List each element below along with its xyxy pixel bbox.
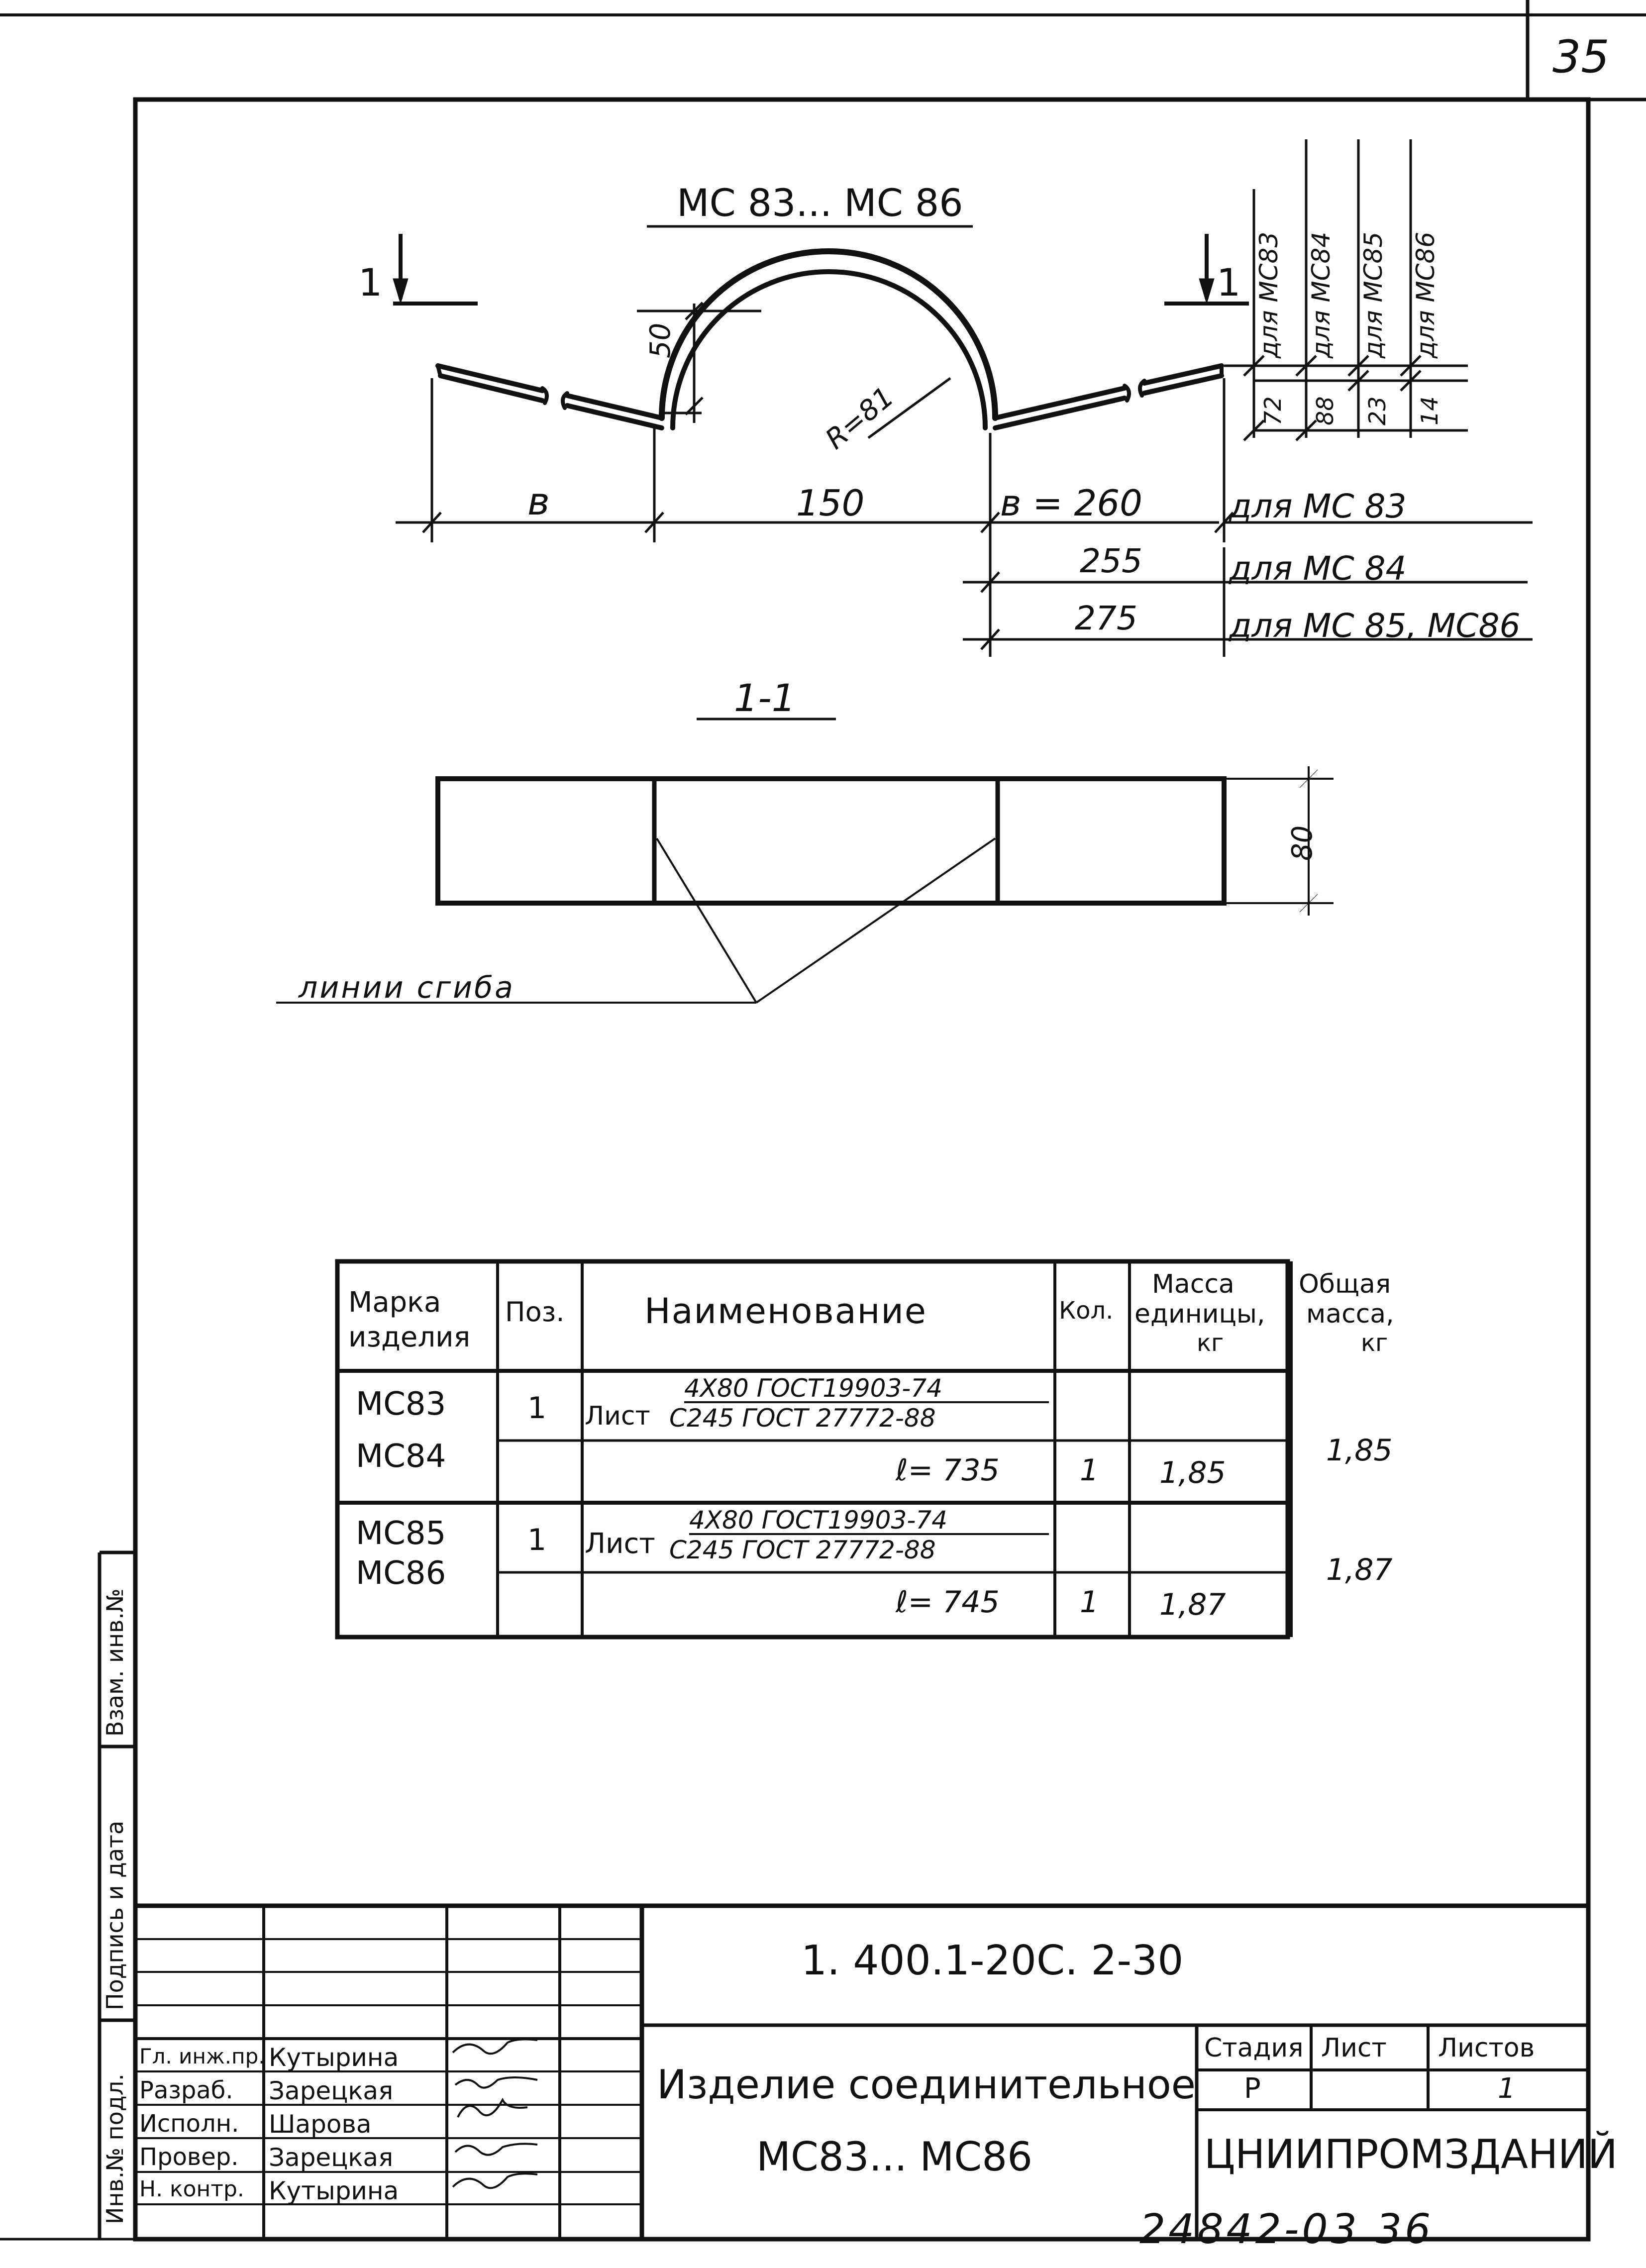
title-block-grid (135, 1903, 1588, 2239)
staff-name-3: Шарова (269, 2110, 372, 2139)
row1-name-prefix: Лист (585, 1401, 650, 1431)
hdr-unit-mass-3: кг (1197, 1329, 1224, 1357)
dim-80: 80 (1286, 825, 1319, 861)
hdr-name: Наименование (644, 1291, 927, 1332)
row1-mark-1: МС83 (356, 1386, 446, 1423)
staff-role-1: Гл. инж.пр. (139, 2044, 265, 2068)
row2-name-bottom: С245 ГОСТ 27772-88 (669, 1536, 936, 1564)
vert-label-mc83: для МС83 (1254, 231, 1283, 358)
staff-role-4: Провер. (139, 2143, 239, 2171)
product-name: Изделие соединительное (657, 2062, 1196, 2108)
vert-value-88: 88 (1312, 396, 1338, 425)
row2-qty: 1 (1080, 1585, 1099, 1620)
vert-label-mc86: для МС86 (1411, 231, 1440, 358)
hdr-mark-1: Марка (348, 1286, 441, 1319)
page-number: 35 (1552, 31, 1610, 83)
staff-name-4: Зарецкая (269, 2143, 394, 2172)
signatures (452, 2038, 538, 2189)
staff-name-2: Зарецкая (269, 2076, 394, 2105)
section-title: 1-1 (734, 676, 796, 720)
stage-value: Р (1244, 2072, 1261, 2105)
sheets-label: Листов (1438, 2033, 1535, 2063)
part-elevation (435, 248, 1224, 430)
section-mark-left: 1 (358, 260, 383, 305)
row2-name-prefix: Лист (585, 1528, 655, 1560)
row2-total-mass: 1,87 (1326, 1552, 1393, 1587)
stage-label: Стадия (1204, 2033, 1304, 2063)
label-for-mc84: для МС 84 (1229, 549, 1407, 588)
organization: ЦНИИПРОМЗДАНИЙ (1204, 2131, 1618, 2177)
vert-value-14: 14 (1416, 396, 1443, 425)
side-label-inv-original: Инв.№ подл. (102, 2073, 128, 2224)
row2-unit-mass: 1,87 (1159, 1587, 1226, 1622)
staff-name-1: Кутырина (269, 2043, 399, 2072)
hdr-total-mass-1: Общая (1299, 1269, 1391, 1299)
hdr-unit-mass-1: Масса (1152, 1269, 1234, 1299)
dim-b-260: в = 260 (1000, 482, 1142, 524)
row1-mark-2: МС84 (356, 1438, 446, 1475)
row2-name-top: 4Х80 ГОСТ19903-74 (689, 1506, 947, 1535)
row1-name-top: 4Х80 ГОСТ19903-74 (684, 1374, 942, 1403)
vert-label-mc85: для МС85 (1359, 231, 1388, 358)
dim-275: 275 (1075, 599, 1137, 637)
row1-qty: 1 (1080, 1453, 1099, 1488)
bottom-code: 24842-03 36 (1139, 2206, 1434, 2253)
row2-length: ℓ= 745 (896, 1585, 1000, 1620)
vert-value-23: 23 (1364, 396, 1391, 425)
hdr-mark-2: изделия (348, 1321, 471, 1353)
hdr-unit-mass-2: единицы, (1134, 1299, 1265, 1329)
section-marks (393, 225, 1249, 721)
document-code: 1. 400.1-20С. 2-30 (801, 1937, 1184, 1984)
vert-value-72: 72 (1259, 396, 1286, 425)
side-label-replace-inv: Взам. инв.№ (102, 1588, 128, 1737)
label-for-mc85-86: для МС 85, МС86 (1229, 607, 1521, 645)
dimension-lines (396, 139, 1533, 657)
row1-length: ℓ= 735 (896, 1453, 1000, 1488)
bend-lines-label: линии сгиба (299, 970, 515, 1005)
side-label-signature-date: Подпись и дата (102, 1820, 128, 2010)
row2-pos: 1 (527, 1523, 547, 1557)
staff-role-2: Разраб. (139, 2076, 233, 2104)
dim-150: 150 (796, 482, 865, 524)
sheet-label: Лист (1321, 2033, 1387, 2063)
staff-role-3: Исполн. (139, 2110, 239, 2138)
row1-total-mass: 1,85 (1326, 1433, 1393, 1468)
row1-pos: 1 (527, 1391, 547, 1426)
section-plan (276, 766, 1334, 1004)
section-mark-right: 1 (1217, 260, 1241, 305)
staff-name-5: Кутырина (269, 2176, 399, 2205)
hdr-qty: Кол. (1059, 1297, 1114, 1325)
spec-table-grid (335, 1259, 1293, 1640)
label-for-mc83: для МС 83 (1229, 487, 1407, 525)
vert-label-mc84: для МС84 (1307, 231, 1336, 358)
hdr-pos: Поз. (505, 1296, 565, 1328)
dim-b-left: в (527, 479, 550, 523)
row1-name-bottom: С245 ГОСТ 27772-88 (669, 1404, 936, 1433)
staff-role-5: Н. контр. (139, 2176, 244, 2202)
side-stamp-frame (98, 1550, 135, 2239)
dim-height-50: 50 (644, 322, 677, 358)
hdr-total-mass-2: масса, (1306, 1299, 1394, 1329)
hdr-total-mass-3: кг (1361, 1329, 1388, 1357)
row1-unit-mass: 1,85 (1159, 1455, 1226, 1490)
drawing-title: МС 83... МС 86 (677, 181, 963, 225)
row2-mark-1: МС85 (356, 1515, 446, 1552)
sheets-value: 1 (1498, 2072, 1516, 2105)
row2-mark-2: МС86 (356, 1555, 446, 1592)
dim-255: 255 (1080, 542, 1142, 580)
product-marks: МС83... МС86 (756, 2134, 1033, 2180)
